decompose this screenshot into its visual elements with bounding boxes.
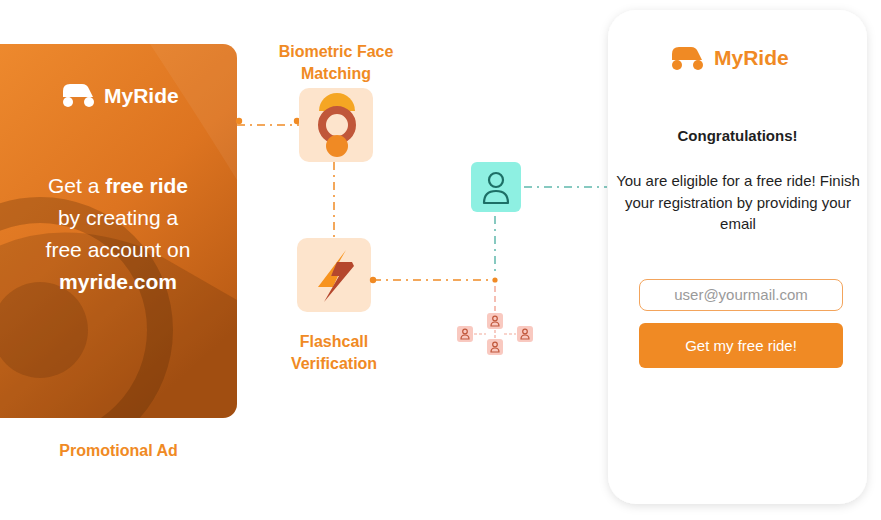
step-title: Biometric Face Matching (261, 41, 411, 85)
verification-step: Biometric Face Matching (299, 88, 373, 162)
ad-photo (0, 44, 237, 418)
dashed-connector (237, 124, 299, 126)
ad-copy-text: Get a (48, 174, 99, 197)
brand-logo-icon (672, 47, 703, 70)
brand-logo-icon (63, 84, 94, 107)
user-group-icon (457, 313, 533, 355)
flashcall-icon (297, 238, 371, 312)
submit-button: Get my free ride! (639, 323, 843, 368)
connector-dot (236, 118, 242, 124)
brand-logo: MyRide (714, 46, 789, 70)
ad-copy-highlight: free ride (105, 174, 188, 197)
button-label: Get my free ride! (685, 337, 797, 355)
phone-screen: user@yourmail.comGet my free ride! MyRide… (608, 10, 867, 504)
step-title: Flashcall Verification (274, 331, 394, 375)
user-icon (471, 162, 521, 212)
brand-logo: MyRide (104, 84, 179, 108)
connector-dot (492, 277, 497, 282)
ad-copy-text: by creating a free account on (46, 206, 191, 261)
ad-copy-highlight: myride.com (59, 270, 177, 293)
promo-ad-card: Get a free ride by creating a free accou… (0, 44, 237, 418)
verification-step: Flashcall Verification (297, 238, 371, 312)
screen-body: You are eligible for a free ride! Finish… (616, 170, 860, 235)
dashed-connector (333, 162, 335, 238)
ad-copy: Get a free ride by creating a free accou… (41, 170, 195, 298)
section-caption: Promotional Ad (0, 441, 237, 461)
phone-frame (608, 10, 867, 504)
screen-heading: Congratulations! (608, 126, 867, 146)
input-placeholder: user@yourmail.com (674, 286, 808, 304)
face-match-icon (299, 88, 373, 162)
connector-dot (370, 277, 376, 283)
email-input: user@yourmail.com (639, 279, 843, 311)
